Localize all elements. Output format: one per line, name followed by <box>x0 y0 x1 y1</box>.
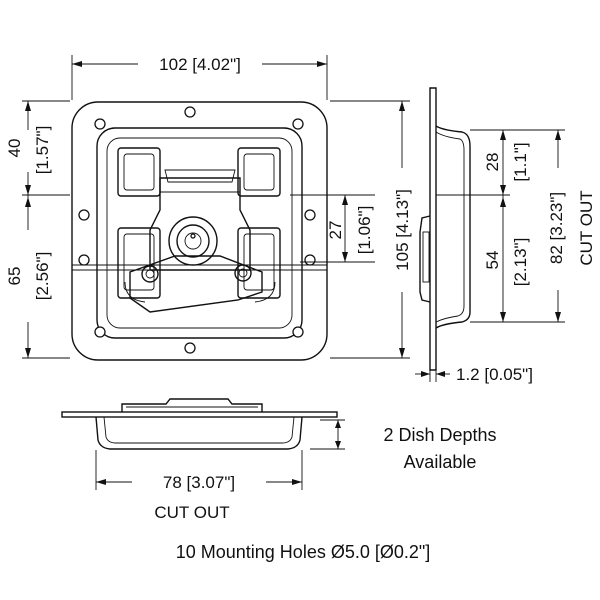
bottom-flange <box>61 411 338 418</box>
catch-edge-curve <box>254 281 276 303</box>
pocket-upper-left <box>117 147 161 197</box>
side-view <box>419 87 471 371</box>
label-side-upper-in: [1.1"] <box>511 142 530 181</box>
catch-plate-pivot-right-inner <box>238 268 248 278</box>
mounting-hole <box>78 209 90 221</box>
bottom-view <box>61 398 338 450</box>
latch-lever-top <box>164 169 236 183</box>
dish-outer <box>96 127 303 339</box>
side-flange <box>429 87 437 371</box>
catch-plate-pivot-left <box>141 265 159 283</box>
side-dish <box>435 125 471 329</box>
label-side-lower-in: [2.13"] <box>511 238 530 287</box>
lock-cylinder-mid <box>176 224 210 258</box>
side-latch-detail <box>422 231 430 283</box>
label-left-upper-mm: 40 <box>5 139 24 158</box>
front-view <box>71 101 328 361</box>
flange-outline <box>71 101 328 361</box>
pocket-upper-right <box>237 147 281 197</box>
dim-height-total: 105 [4.13"] <box>330 100 412 359</box>
dim-bottom-cutout: 78 [3.07"] CUT OUT <box>95 450 303 522</box>
catch-plate-pivot-left-inner <box>145 269 155 279</box>
side-latch-bump <box>419 215 431 303</box>
dim-inner: 27 [1.06"] <box>290 194 375 263</box>
pocket-lower-right-inner <box>243 233 275 291</box>
side-dish-inner <box>435 131 465 323</box>
mounting-hole <box>292 326 304 338</box>
label-side-cutout-caption: CUT OUT <box>577 190 596 265</box>
dim-width-top: 102 [4.02"] <box>71 55 328 100</box>
mounting-hole <box>94 118 106 130</box>
lock-cylinder-core <box>184 232 202 250</box>
mounting-hole <box>78 254 90 266</box>
pocket-lower-left-inner <box>123 233 155 291</box>
mounting-hole <box>184 106 196 118</box>
note-dish-line1: 2 Dish Depths <box>383 425 496 445</box>
pocket-upper-right-inner <box>243 153 275 191</box>
dim-side: 28 [1.1"] 54 [2.13"] 82 [3.23"] CUT OUT <box>470 129 596 323</box>
label-inner-in: [1.06"] <box>355 206 374 255</box>
label-left-lower-in: [2.56"] <box>33 252 52 301</box>
lock-key-pin <box>190 233 196 239</box>
label-left-upper-in: [1.57"] <box>33 126 52 175</box>
mounting-hole <box>304 209 316 221</box>
catch-plate <box>129 255 263 313</box>
label-left-lower-mm: 65 <box>5 267 24 286</box>
mounting-hole <box>304 254 316 266</box>
mounting-hole <box>292 118 304 130</box>
mounting-hole <box>184 342 196 354</box>
label-width-top: 102 [4.02"] <box>159 55 241 74</box>
note-mounting-holes: 10 Mounting Holes Ø5.0 [Ø0.2"] <box>176 542 431 562</box>
label-bottom-cutout-caption: CUT OUT <box>154 503 229 522</box>
label-side-cutout: 82 [3.23"] <box>547 192 566 264</box>
dim-thickness: 1.2 [0.05"] <box>415 360 533 384</box>
mounting-hole <box>94 326 106 338</box>
bottom-latch-profile <box>121 398 263 412</box>
label-thickness: 1.2 [0.05"] <box>456 365 533 384</box>
bottom-dish-inner <box>103 416 295 444</box>
note-dish-line2: Available <box>404 452 477 472</box>
lock-cylinder-outer <box>168 216 218 266</box>
dim-left: 40 [1.57"] 65 [2.56"] <box>5 100 70 359</box>
label-height-total: 105 [4.13"] <box>393 189 412 271</box>
pocket-lower-left <box>117 227 161 299</box>
label-side-lower-mm: 54 <box>483 251 502 270</box>
dim-dish-depth: 2 Dish Depths Available <box>310 419 497 472</box>
label-bottom-cutout: 78 [3.07"] <box>163 473 235 492</box>
label-inner-mm: 27 <box>326 221 345 240</box>
pocket-upper-left-inner <box>123 153 155 191</box>
catch-edge-curve <box>124 281 146 303</box>
label-side-upper-mm: 28 <box>483 153 502 172</box>
bottom-dish <box>95 416 303 450</box>
catch-plate-pivot-right <box>234 264 252 282</box>
dish-inner <box>106 137 293 329</box>
